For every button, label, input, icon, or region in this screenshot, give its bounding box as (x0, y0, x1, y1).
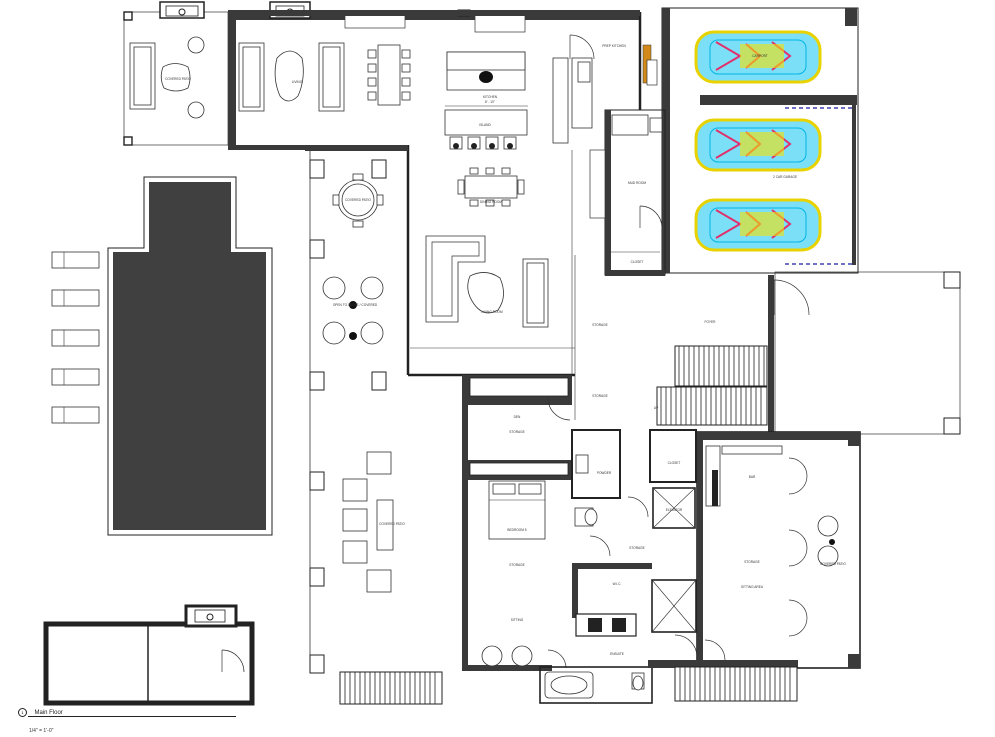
wic-label: W.I.C. (613, 582, 622, 586)
storage-label-1: STORAGE (592, 323, 608, 327)
service-core: POWDER CLOSET ELEVATOR STORAGE (571, 429, 697, 557)
foyer-label: FOYER (705, 320, 717, 324)
covered-patio-right-label: COVERED PATIO (820, 562, 846, 566)
living-room-label: LIVING ROOM (481, 310, 503, 314)
kitchen-dimension: 8' - 10" (485, 100, 495, 104)
carport-label: CARPORT (752, 54, 768, 58)
storage-label-3: STORAGE (592, 394, 608, 398)
drawing-marker: 1 (18, 708, 27, 717)
car-3 (694, 198, 822, 252)
storage-label-4: STORAGE (629, 546, 645, 550)
covered-patio-mid-label: COVERED PATIO (345, 198, 371, 202)
closet-small-label: CLOSET (631, 260, 644, 264)
storage-label-6: STORAGE (509, 563, 525, 567)
dining-room-label: DINING ROOM (480, 200, 502, 204)
foyer-area: STORAGE FOYER UP (574, 255, 961, 435)
car-1: CARPORT (694, 30, 822, 84)
drawing-title-block: 1 Main Floor 1/4" = 1'-0" (18, 701, 236, 737)
prep-kitchen-label: PREP KITCHEN (602, 44, 626, 48)
car-2 (694, 118, 822, 172)
den-label: DEN (514, 415, 521, 419)
pool-house (43, 604, 255, 706)
pool (51, 176, 273, 536)
storage-label-5: STORAGE (744, 560, 760, 564)
kitchen-label: KITCHEN (483, 95, 498, 99)
covered-patio-low-label: COVERED PATIO (379, 522, 405, 526)
ensuite-label: ENSUITE (610, 652, 624, 656)
stair-up-label: UP (654, 406, 658, 410)
two-car-garage-label: 2 CAR GARAGE (773, 175, 797, 179)
island-label: ISLAND (479, 123, 491, 127)
mud-room-label: MUD ROOM (628, 181, 646, 185)
living-room-area: COVERED PATIO OPEN TO ABOVE / COVERED DI… (309, 145, 575, 674)
stairs-lower (339, 666, 798, 705)
living-top-label: LIVING (292, 80, 303, 84)
bedroom-area: BEDROOM 5 STORAGE SITTING W.I.C. ENSUITE (462, 480, 798, 704)
elevator-label: ELEVATOR (666, 508, 683, 512)
stairs-upper: UP (654, 345, 768, 426)
drawing-title: Main Floor (34, 710, 63, 716)
storage-label-2: STORAGE (509, 430, 525, 434)
living-kitchen-block: LIVING KITCHEN 8' - 10" ISLAND PREP KITC… (228, 1, 658, 150)
powder-label: POWDER (597, 471, 612, 475)
covered-patio-low: COVERED PATIO (342, 451, 405, 593)
bar-sitting-area: BAR COVERED PATIO STORAGE SITTING AREA (696, 431, 861, 669)
bedroom-label: BEDROOM 5 (507, 528, 526, 532)
title-underline (28, 716, 236, 717)
closet-label: CLOSET (668, 461, 681, 465)
garage-area: CARPORT 2 CAR GARAGE (661, 7, 859, 274)
sitting-label: SITTING (511, 618, 524, 622)
den-area: DEN STORAGE STORAGE (462, 375, 608, 480)
sitting-area-label: SITTING AREA (741, 585, 764, 589)
bar-label: BAR (749, 475, 756, 479)
open-to-above-label: OPEN TO ABOVE / COVERED (333, 303, 378, 307)
covered-patio-top-area: COVERED PATIO (123, 1, 229, 146)
covered-patio-top-label: COVERED PATIO (165, 77, 191, 81)
drawing-scale: 1/4" = 1'-0" (29, 728, 54, 734)
mud-room: MUD ROOM CLOSET (589, 109, 666, 276)
